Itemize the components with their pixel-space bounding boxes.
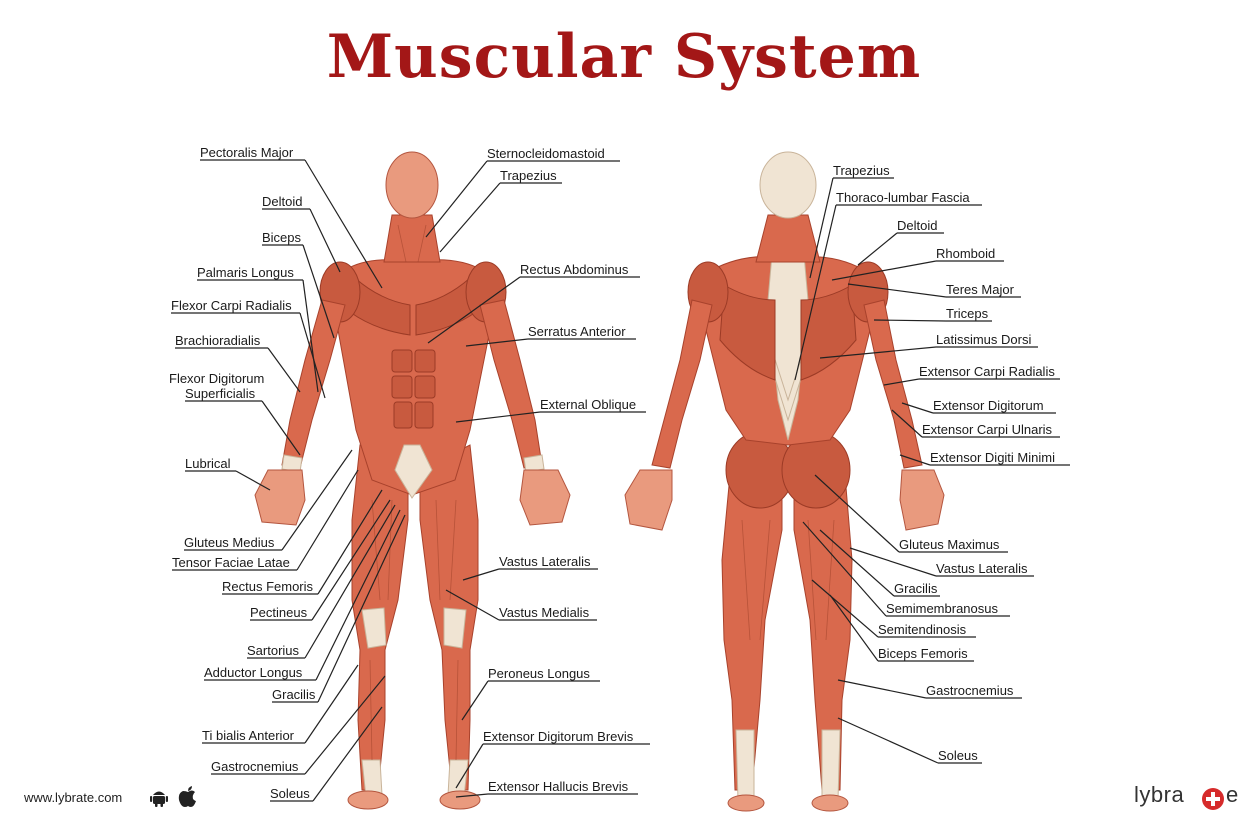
label-pectineus: Pectineus — [250, 605, 308, 620]
label-extensor-digiti-minimi: Extensor Digiti Minimi — [930, 450, 1055, 465]
back-figure — [624, 151, 945, 812]
label-tibialis-anterior: Ti bialis Anterior — [202, 728, 295, 743]
label-soleus: Soleus — [270, 786, 310, 801]
front-figure — [254, 151, 571, 810]
label-gluteus-medius: Gluteus Medius — [184, 535, 275, 550]
back-labels: Trapezius Thoraco-lumbar Fascia Deltoid … — [794, 163, 1070, 764]
label-adductor-longus: Adductor Longus — [204, 665, 303, 680]
label-flexor-digitorum: Flexor Digitorum — [169, 371, 264, 386]
label-serratus-anterior: Serratus Anterior — [528, 324, 626, 339]
page-title: Muscular System — [326, 22, 922, 92]
label-brachioradialis: Brachioradialis — [175, 333, 261, 348]
label-superficialis: Superficialis — [185, 386, 256, 401]
label-semitendinosis: Semitendinosis — [878, 622, 967, 637]
label-gastrocnemius: Gastrocnemius — [211, 759, 299, 774]
label-palmaris-longus: Palmaris Longus — [197, 265, 294, 280]
label-vastus-medialis: Vastus Medialis — [499, 605, 590, 620]
label-rectus-abdominus: Rectus Abdominus — [520, 262, 629, 277]
front-right-labels: Sternocleidomastoid Trapezius Rectus Abd… — [425, 146, 650, 798]
brand-name: lybra — [1134, 782, 1185, 807]
apple-icon[interactable] — [178, 786, 198, 808]
label-vastus-lateralis-front: Vastus Lateralis — [499, 554, 591, 569]
front-left-labels: Pectoralis Major Deltoid Biceps Palmaris… — [169, 145, 406, 802]
label-external-oblique: External Oblique — [540, 397, 636, 412]
label-extensor-carpi-ulnaris: Extensor Carpi Ulnaris — [922, 422, 1053, 437]
label-gastrocnemius-back: Gastrocnemius — [926, 683, 1014, 698]
label-rhomboid: Rhomboid — [936, 246, 995, 261]
label-latissimus-dorsi: Latissimus Dorsi — [936, 332, 1031, 347]
label-gluteus-maximus: Gluteus Maximus — [899, 537, 1000, 552]
footer-url-link[interactable]: www.lybrate.com — [24, 790, 123, 805]
label-extensor-hallucis-brevis: Extensor Hallucis Brevis — [488, 779, 629, 794]
label-deltoid: Deltoid — [262, 194, 302, 209]
label-rectus-femoris: Rectus Femoris — [222, 579, 314, 594]
label-semimembranosus: Semimembranosus — [886, 601, 998, 616]
label-tensor-faciae-latae: Tensor Faciae Latae — [172, 555, 290, 570]
label-gracilis-back: Gracilis — [894, 581, 938, 596]
medical-plus-icon — [1202, 788, 1224, 810]
label-sternocleidomastoid: Sternocleidomastoid — [487, 146, 605, 161]
label-sartorius: Sartorius — [247, 643, 300, 658]
label-gracilis: Gracilis — [272, 687, 316, 702]
brand-logo: lybra — [1134, 782, 1184, 808]
label-biceps-femoris: Biceps Femoris — [878, 646, 968, 661]
label-extensor-digitorum-brevis: Extensor Digitorum Brevis — [483, 729, 634, 744]
label-vastus-lateralis-back: Vastus Lateralis — [936, 561, 1028, 576]
label-thoraco-lumbar-fascia: Thoraco-lumbar Fascia — [836, 190, 970, 205]
label-biceps: Biceps — [262, 230, 302, 245]
label-triceps: Triceps — [946, 306, 989, 321]
label-pectoralis-major: Pectoralis Major — [200, 145, 294, 160]
label-extensor-carpi-radialis: Extensor Carpi Radialis — [919, 364, 1055, 379]
label-peroneus-longus: Peroneus Longus — [488, 666, 590, 681]
label-lubrical: Lubrical — [185, 456, 231, 471]
label-trapezius-back: Trapezius — [833, 163, 890, 178]
label-teres-major: Teres Major — [946, 282, 1015, 297]
label-soleus-back: Soleus — [938, 748, 978, 763]
label-flexor-carpi-radialis: Flexor Carpi Radialis — [171, 298, 292, 313]
label-extensor-digitorum: Extensor Digitorum — [933, 398, 1044, 413]
brand-suffix: e — [1226, 782, 1239, 807]
label-trapezius-front: Trapezius — [500, 168, 557, 183]
android-icon[interactable] — [150, 788, 168, 808]
label-deltoid-back: Deltoid — [897, 218, 937, 233]
